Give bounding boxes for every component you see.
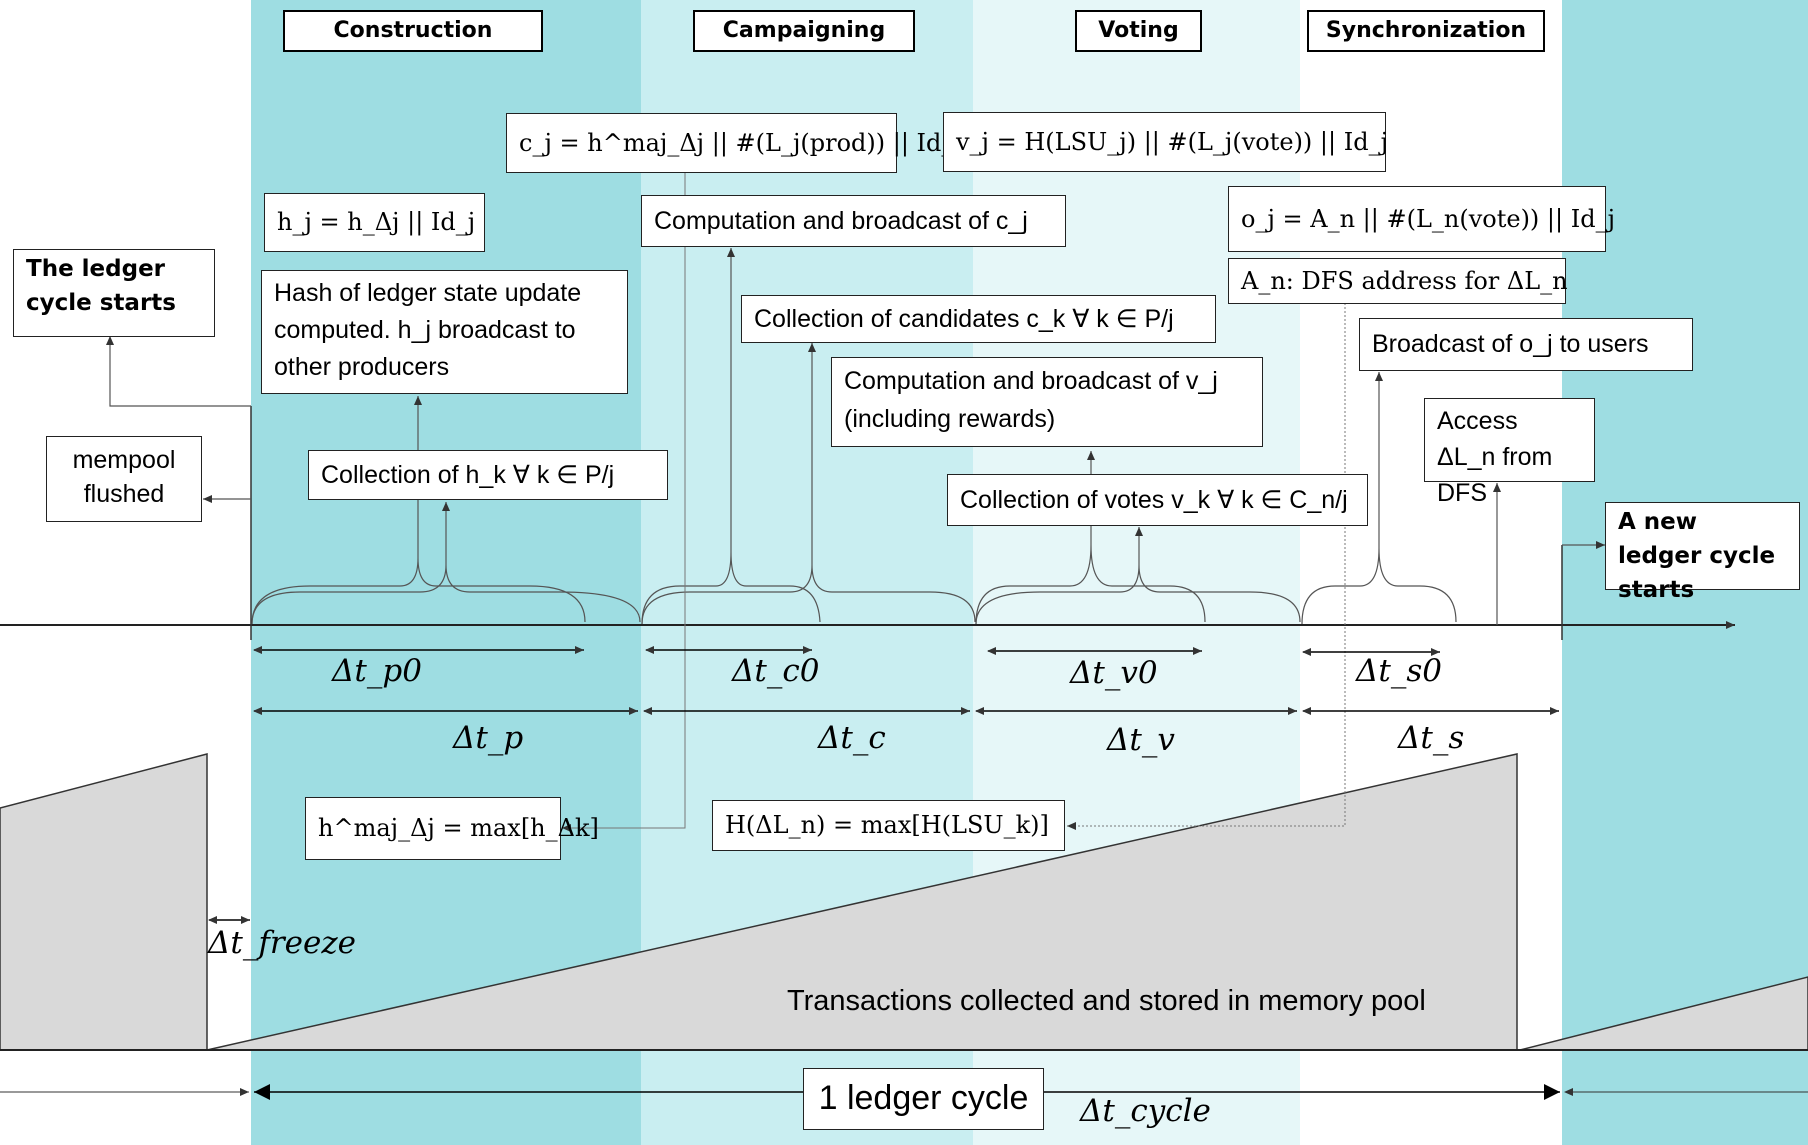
access-dfs-box: Access ΔL_n from DFS — [1424, 398, 1595, 507]
interval-tc: Δt_c — [818, 720, 886, 756]
interval-tv0: Δt_v0 — [1070, 655, 1158, 691]
formula-a-n: A_n: DFS address for ΔL_n — [1228, 258, 1568, 304]
interval-ts: Δt_s — [1398, 720, 1465, 756]
collection-v-box: Collection of votes v_k ∀ k ∈ C_n/j — [947, 474, 1368, 526]
interval-tp: Δt_p — [453, 720, 524, 756]
formula-h-delta-ln: H(ΔL_n) = max[H(LSU_k)] — [712, 800, 1065, 851]
mempool-flushed-box: mempool flushed — [46, 436, 202, 522]
new-ledger-box: A new ledger cycle starts — [1605, 502, 1800, 603]
pool-ramp-previous — [0, 753, 208, 1051]
ledger-cycle-box: 1 ledger cycle — [803, 1068, 1044, 1130]
formula-o-j: o_j = A_n || #(L_n(vote)) || Id_j — [1228, 186, 1615, 252]
ledger-starts-box: The ledger cycle starts — [13, 249, 215, 337]
broadcast-o-box: Broadcast of o_j to users — [1359, 318, 1693, 371]
interval-tp0: Δt_p0 — [332, 653, 422, 689]
formula-h-maj: h^maj_Δj = max[h_Δk] — [305, 797, 599, 860]
formula-c-j: c_j = h^maj_Δj || #(L_j(prod)) || Id_j — [506, 113, 961, 173]
phase-synchronization: Synchronization — [1307, 10, 1545, 52]
interval-tv: Δt_v — [1107, 722, 1175, 758]
computation-c-box: Computation and broadcast of c_j — [641, 195, 1066, 247]
collection-h-box: Collection of h_k ∀ k ∈ P/j — [308, 450, 668, 500]
interval-tc0: Δt_c0 — [732, 653, 820, 689]
phase-voting: Voting — [1075, 10, 1202, 52]
phase-construction: Construction — [283, 10, 543, 52]
interval-ts0: Δt_s0 — [1356, 653, 1442, 689]
computation-v-box: Computation and broadcast of v_j (includ… — [831, 357, 1263, 447]
pool-label: Transactions collected and stored in mem… — [787, 985, 1426, 1017]
interval-tcycle: Δt_cycle — [1080, 1093, 1211, 1129]
formula-h-j: h_j = h_Δj || Id_j — [264, 193, 485, 252]
formula-v-j: v_j = H(LSU_j) || #(L_j(vote)) || Id_j — [943, 112, 1388, 172]
pool-ramp-next — [1519, 976, 1808, 1051]
hash-computed-box: Hash of ledger state update computed. h_… — [261, 270, 628, 394]
phase-campaigning: Campaigning — [693, 10, 915, 52]
interval-tfreeze: Δt_freeze — [208, 925, 357, 961]
collection-c-box: Collection of candidates c_k ∀ k ∈ P/j — [741, 295, 1216, 343]
